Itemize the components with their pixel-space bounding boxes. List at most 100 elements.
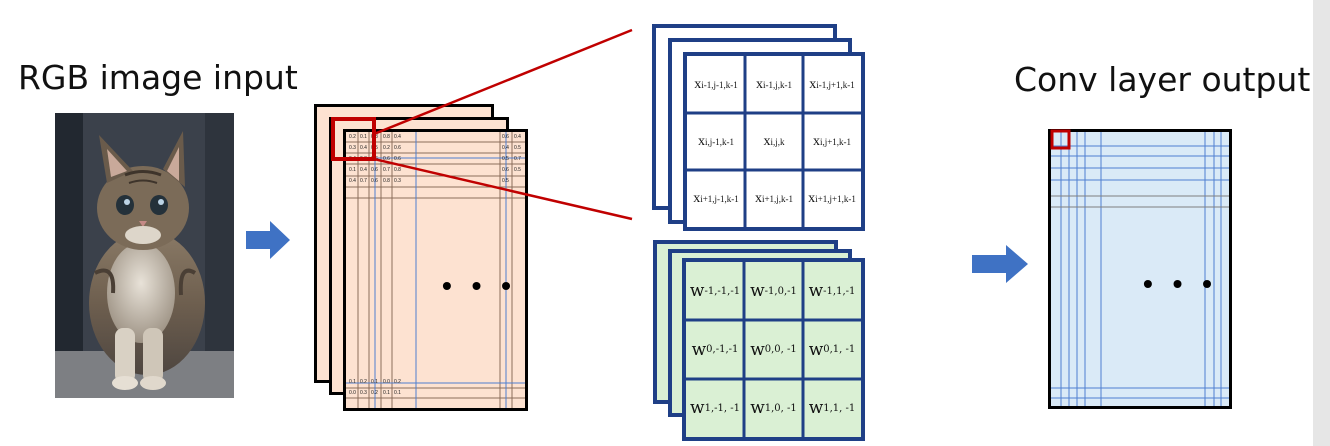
w-var: w bbox=[808, 281, 824, 301]
w-cell-0-2: w-1,1,-1 bbox=[803, 262, 861, 320]
w-var: w bbox=[808, 398, 824, 418]
value-r2c3: 0.6 bbox=[383, 156, 390, 162]
value-r0-right1: 0.4 bbox=[514, 134, 521, 140]
value-r4c2: 0.6 bbox=[371, 178, 378, 184]
x-subscript: i-1,j+1,k-1 bbox=[816, 79, 855, 90]
output-title: Conv layer output bbox=[1014, 60, 1311, 99]
value-r0c1: 0.1 bbox=[360, 134, 367, 140]
kitten-photo bbox=[55, 113, 234, 398]
projection-line-top bbox=[373, 28, 633, 136]
value-r4c1: 0.7 bbox=[360, 178, 367, 184]
output-ellipsis: • • • bbox=[1143, 268, 1218, 299]
w-subscript: -1,-1,-1 bbox=[704, 285, 741, 297]
w-var: w bbox=[750, 398, 765, 418]
value-r1-right1: 0.5 bbox=[514, 145, 521, 151]
x-var: x bbox=[763, 133, 771, 149]
value-r2c4: 0.6 bbox=[394, 156, 401, 162]
w-subscript: 1,1, -1 bbox=[823, 402, 856, 414]
value-r0c3: 0.8 bbox=[383, 134, 390, 140]
value-r3c1: 0.4 bbox=[360, 167, 367, 173]
x-var: x bbox=[812, 133, 820, 149]
x-var: x bbox=[698, 133, 705, 149]
w-subscript: 0,1, -1 bbox=[823, 344, 856, 355]
x-var: x bbox=[754, 190, 762, 206]
value-r4c0: 0.4 bbox=[349, 178, 356, 184]
value-r3c2: 0.6 bbox=[371, 167, 378, 173]
value-r3-right1: 0.5 bbox=[514, 167, 521, 173]
x-subscript: i-1,j-1,k-1 bbox=[701, 79, 738, 90]
w-var: w bbox=[689, 281, 705, 301]
value-r1c3: 0.2 bbox=[383, 145, 390, 151]
input-channel-1: 0.2 0.1 0.3 0.8 0.4 0.3 0.4 0.5 0.2 0.6 … bbox=[343, 129, 528, 411]
x-subscript: i-1,j,k-1 bbox=[763, 79, 792, 90]
value-b0c4: 0.2 bbox=[394, 379, 401, 385]
w-var: w bbox=[808, 339, 824, 360]
value-r2-right1: 0.7 bbox=[514, 156, 521, 162]
value-r2-right0: 0.5 bbox=[502, 156, 509, 162]
value-r3c0: 0.1 bbox=[349, 167, 356, 173]
w-subscript: -1,1,-1 bbox=[823, 285, 856, 297]
w-kernel-grid bbox=[686, 262, 861, 437]
value-b1c0: 0.0 bbox=[349, 390, 356, 396]
value-b0c1: 0.2 bbox=[360, 379, 367, 385]
input-ellipsis: • • • bbox=[442, 270, 517, 301]
output-grid bbox=[1051, 132, 1229, 406]
value-r4c3: 0.8 bbox=[383, 178, 390, 184]
w-var: w bbox=[690, 398, 705, 418]
w-subscript: 1,0, -1 bbox=[764, 402, 797, 414]
kitten-illustration bbox=[55, 113, 234, 398]
w-subscript: 0,0, -1 bbox=[764, 344, 797, 355]
x-patch-grid bbox=[687, 56, 861, 227]
w-var: w bbox=[750, 281, 765, 301]
value-b1c1: 0.3 bbox=[360, 390, 367, 396]
value-r3c3: 0.7 bbox=[383, 167, 390, 173]
value-b1c4: 0.1 bbox=[394, 390, 401, 396]
side-strip bbox=[1313, 0, 1330, 446]
w-var: w bbox=[691, 339, 707, 360]
x-var: x bbox=[808, 190, 816, 206]
x-var: x bbox=[694, 76, 702, 92]
output-feature-map: • • • bbox=[1048, 129, 1232, 409]
x-subscript: i+1,j+1,k-1 bbox=[815, 193, 856, 204]
right-arrow-icon bbox=[972, 245, 1028, 283]
value-r4c4: 0.3 bbox=[394, 178, 401, 184]
w-var: w bbox=[750, 339, 765, 360]
value-b1c2: 0.2 bbox=[371, 390, 378, 396]
x-var: x bbox=[809, 76, 817, 92]
w-subscript: -1,0,-1 bbox=[764, 285, 797, 297]
w-cell-0-1: w-1,0,-1 bbox=[744, 262, 803, 320]
value-r3c4: 0.8 bbox=[394, 167, 401, 173]
projection-line-bottom bbox=[373, 157, 633, 221]
value-r0c0: 0.2 bbox=[349, 134, 356, 140]
output-pixel-highlight bbox=[1050, 129, 1071, 150]
value-r3-right0: 0.6 bbox=[502, 167, 509, 173]
x-var: x bbox=[693, 190, 701, 206]
value-r1c1: 0.4 bbox=[360, 145, 367, 151]
value-b1c3: 0.1 bbox=[383, 390, 390, 396]
value-r4-right0: 0.5 bbox=[502, 178, 509, 184]
x-var: x bbox=[756, 76, 763, 92]
x-subscript: i+1,j,k-1 bbox=[761, 193, 794, 204]
value-r1c0: 0.3 bbox=[349, 145, 356, 151]
receptive-field-box bbox=[331, 117, 376, 161]
value-r0c4: 0.4 bbox=[394, 134, 401, 140]
w-cell-0-0: w-1,-1,-1 bbox=[686, 262, 744, 320]
x-subscript: i,j+1,k-1 bbox=[819, 136, 852, 147]
value-r1-right0: 0.4 bbox=[502, 145, 509, 151]
value-r1c4: 0.6 bbox=[394, 145, 401, 151]
x-subscript: i,j,k bbox=[770, 136, 785, 147]
